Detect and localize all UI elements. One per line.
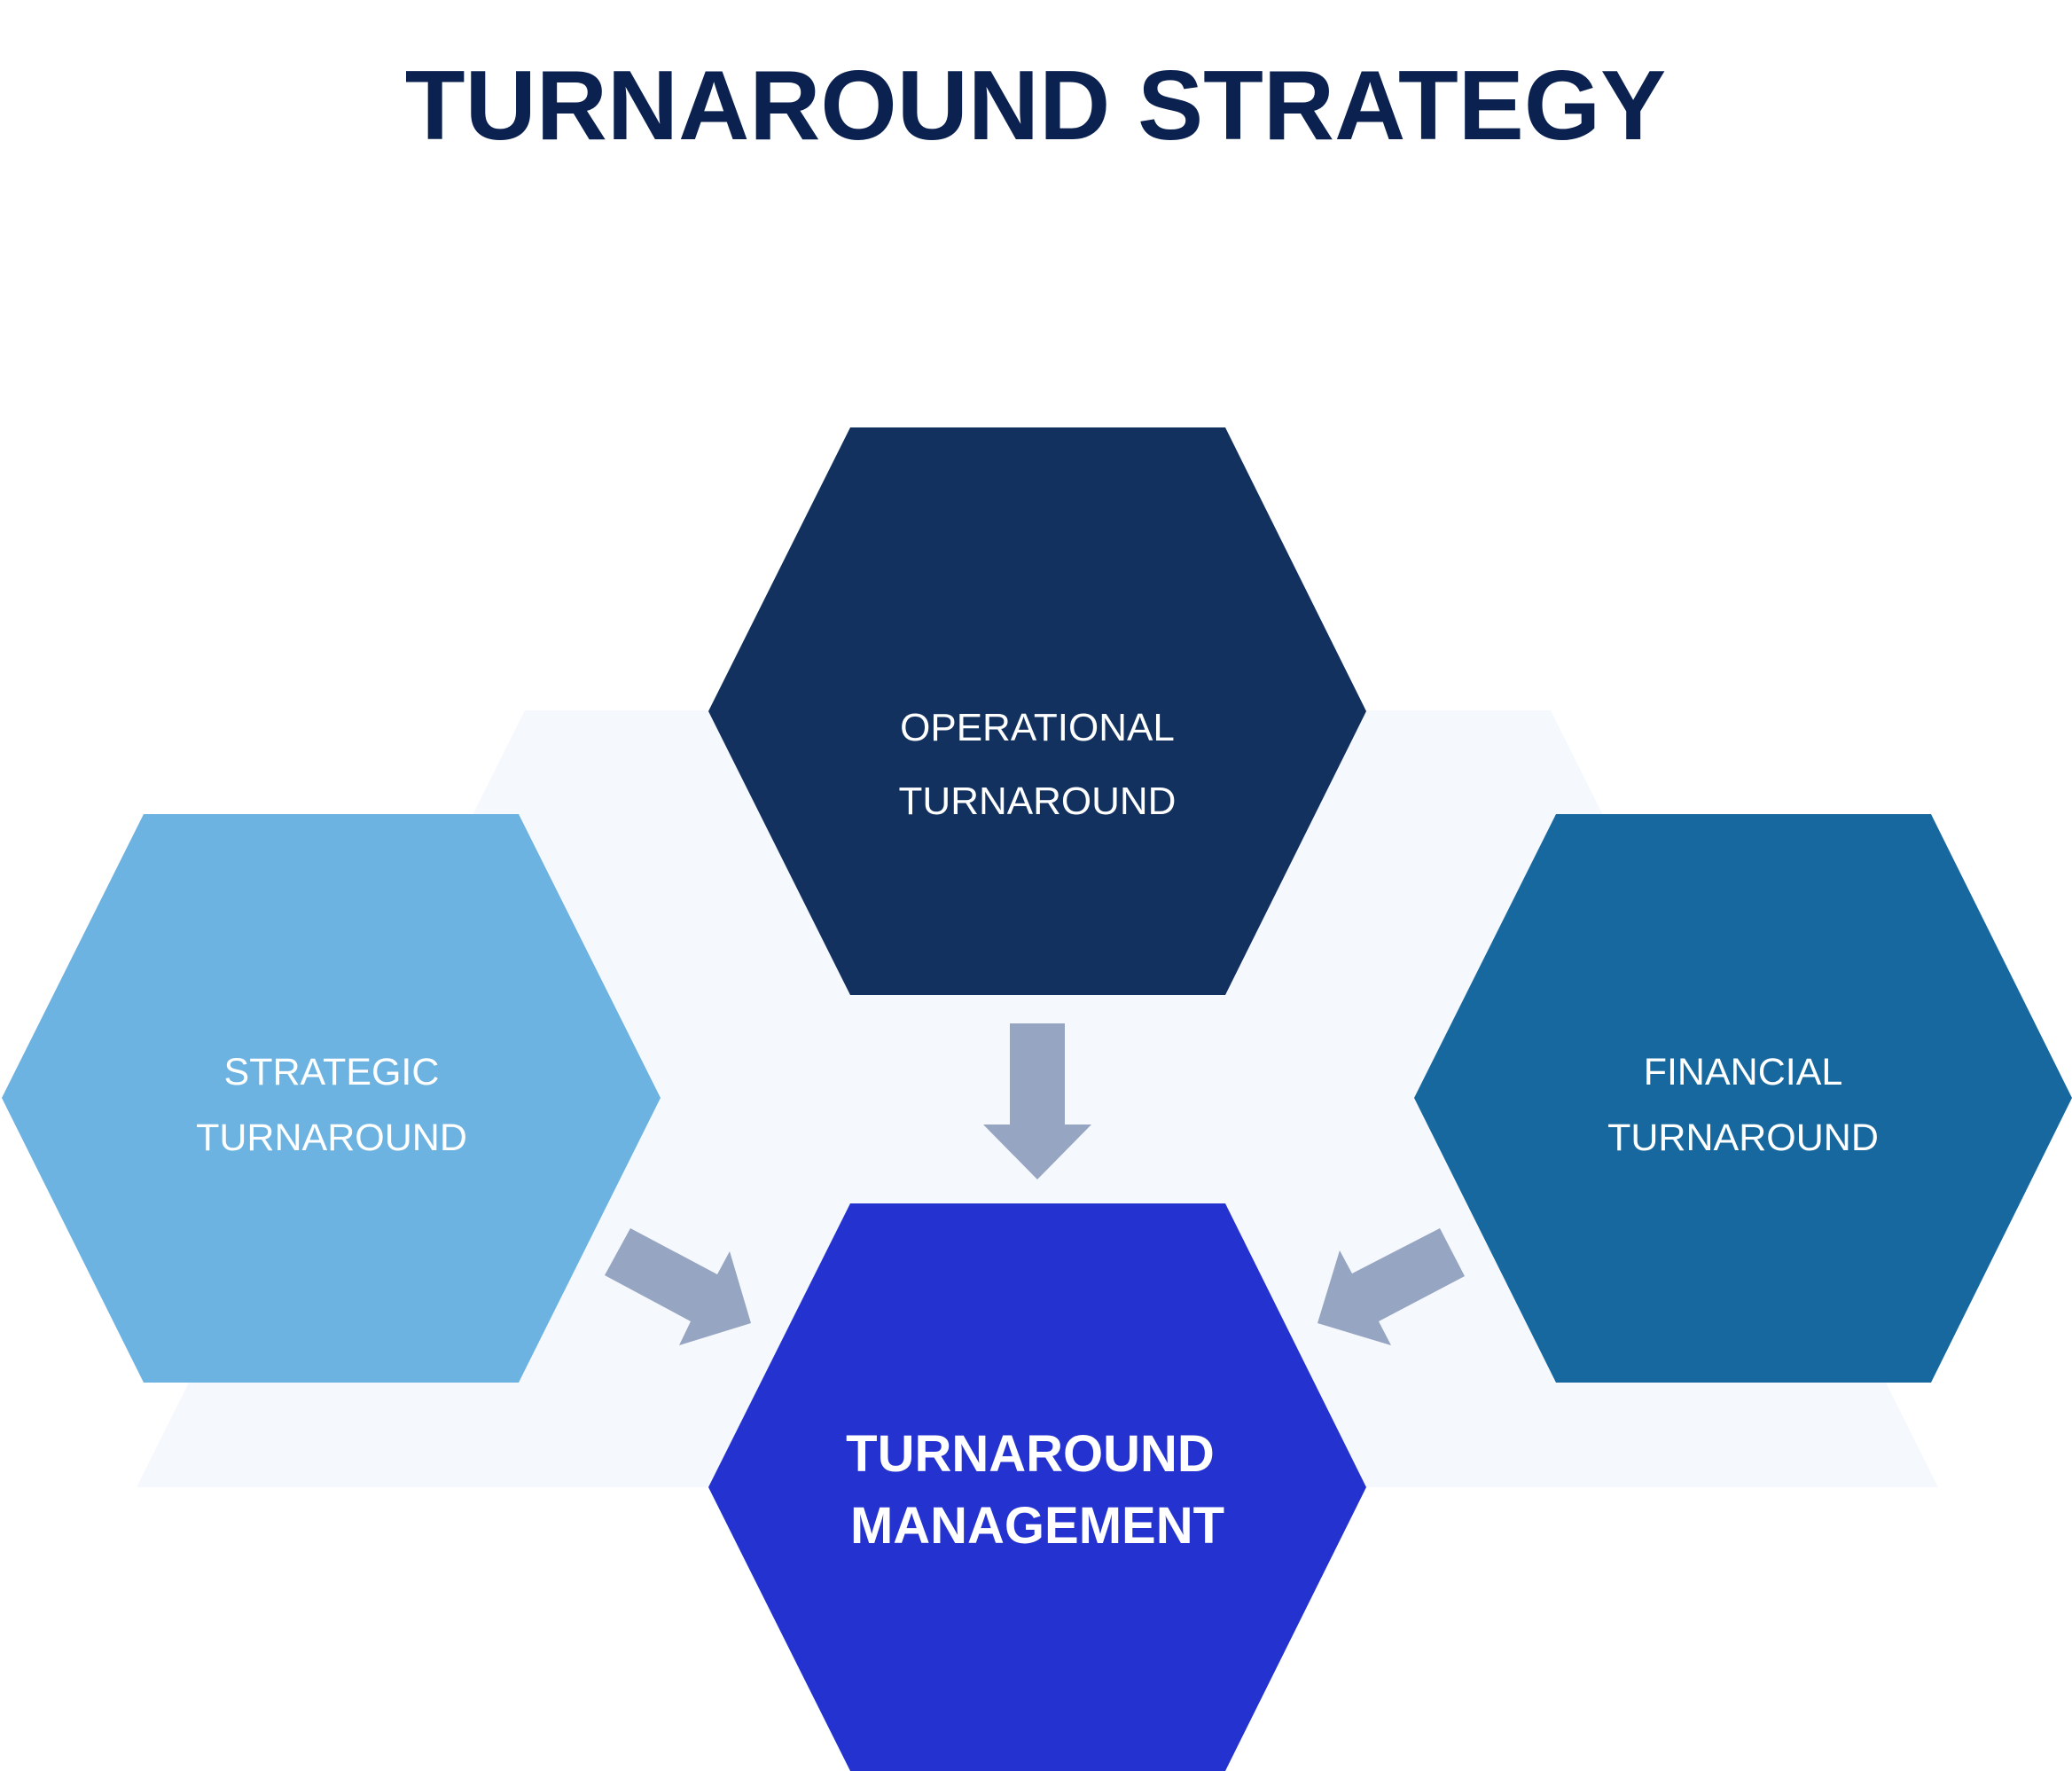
node-management-label-line-1: TURNAROUND xyxy=(846,1425,1215,1483)
hexagon-strategic xyxy=(2,814,661,1383)
node-financial: FINANCIAL TURNAROUND xyxy=(1414,814,2072,1383)
node-operational-label-line-1: OPERATIONAL xyxy=(900,706,1175,749)
hexagon-operational xyxy=(708,427,1366,995)
hexagon-management xyxy=(708,1203,1366,1771)
node-strategic-label-line-2: TURNAROUND xyxy=(196,1117,467,1159)
arrow-down-right-icon xyxy=(605,1228,751,1345)
node-management: TURNAROUND MANAGEMENT xyxy=(708,1203,1366,1771)
page-title: TURNAROUND STRATEGY xyxy=(405,51,1666,161)
arrow-down-icon xyxy=(983,1023,1091,1179)
hexagon-financial xyxy=(1414,814,2072,1383)
node-financial-label-line-2: TURNAROUND xyxy=(1607,1117,1879,1159)
node-strategic: STRATEGIC TURNAROUND xyxy=(2,814,661,1383)
arrow-down-left-icon xyxy=(1317,1228,1465,1345)
node-management-label-line-2: MANAGEMENT xyxy=(850,1497,1224,1555)
node-strategic-label-line-1: STRATEGIC xyxy=(224,1051,440,1093)
node-financial-label-line-1: FINANCIAL xyxy=(1644,1051,1843,1093)
node-operational-label-line-2: TURNAROUND xyxy=(899,780,1177,823)
node-operational: OPERATIONAL TURNAROUND xyxy=(708,427,1366,995)
